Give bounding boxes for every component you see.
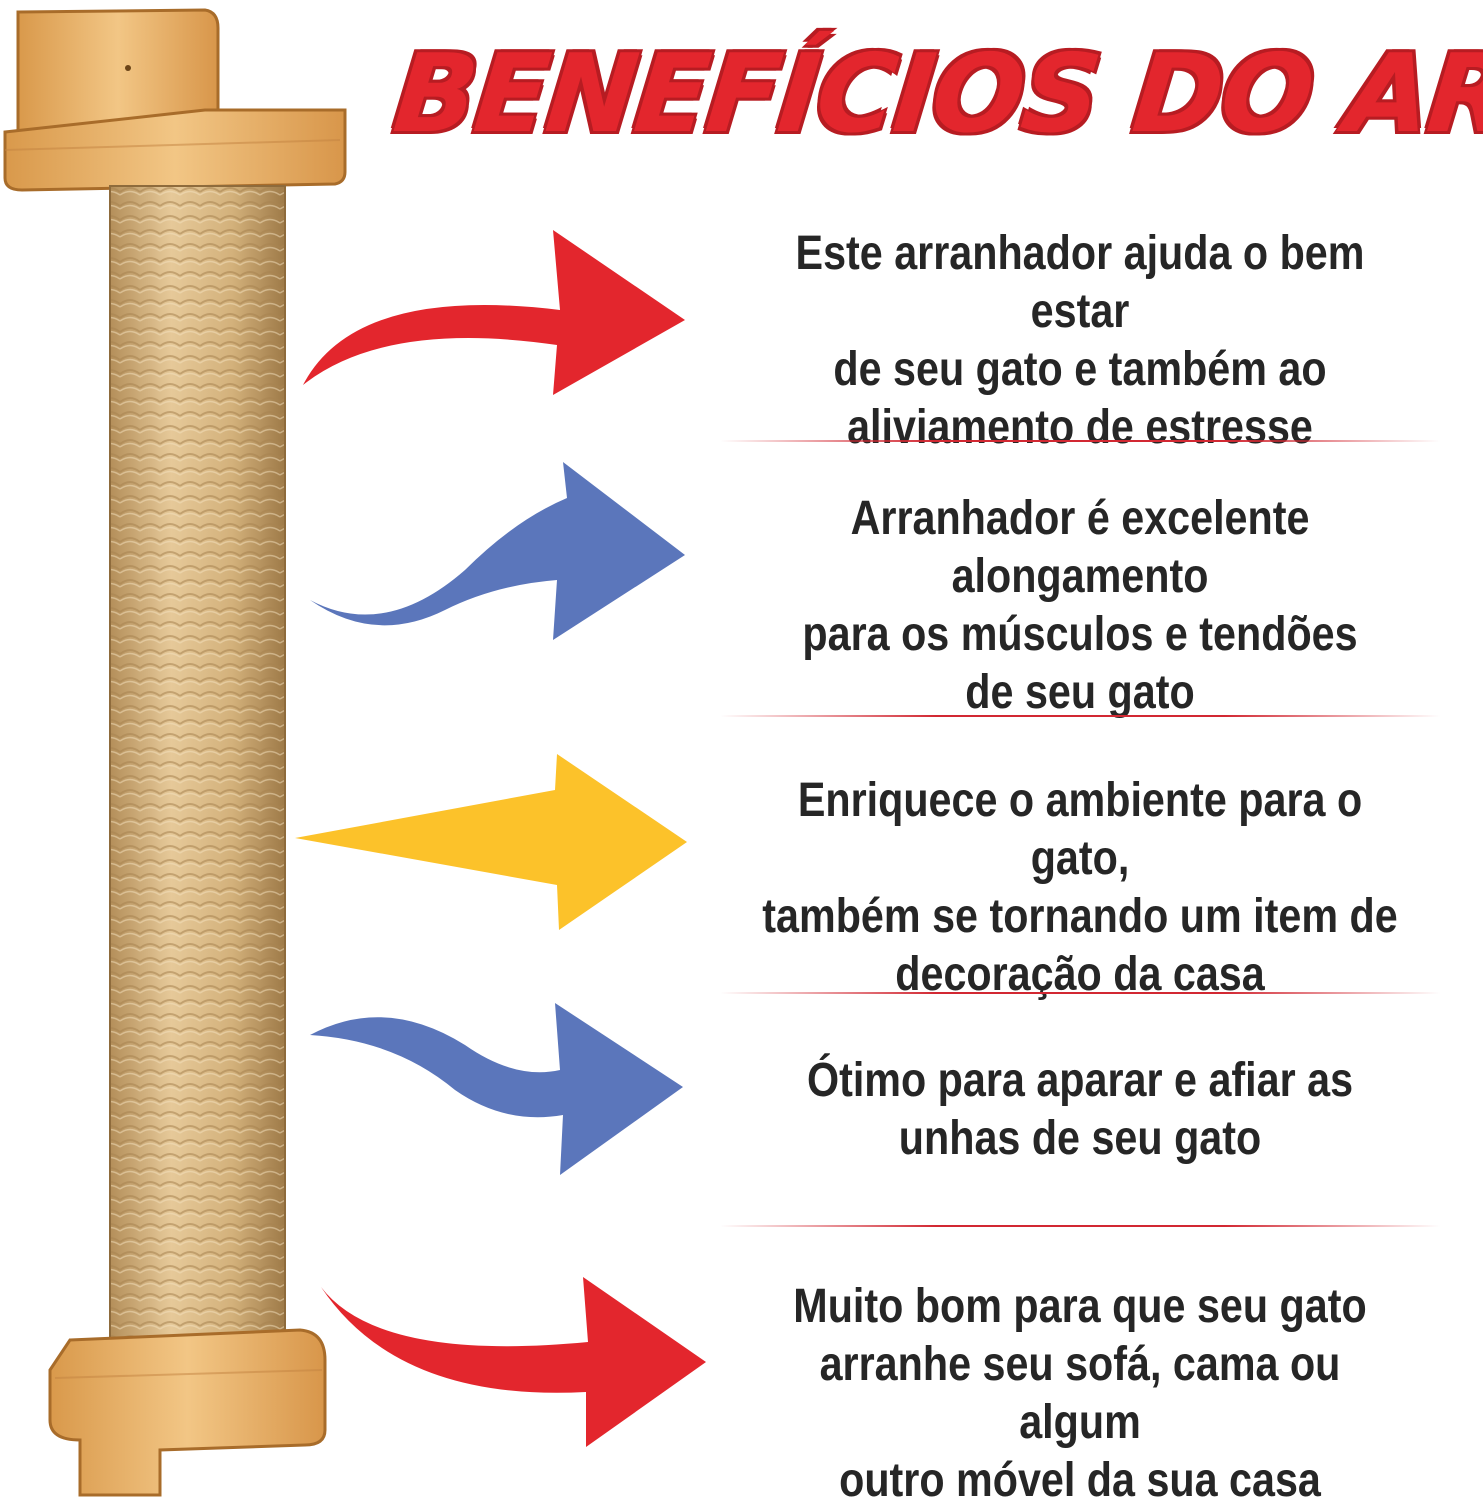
benefit-text: Enriquece o ambiente para o gato, também… — [762, 774, 1398, 1001]
benefit-text: Este arranhador ajuda o bem estar de seu… — [795, 227, 1365, 454]
divider — [720, 440, 1440, 442]
top-wall-plate — [16, 8, 220, 134]
top-shelf — [3, 108, 347, 192]
arrow-right-icon — [295, 754, 687, 930]
divider — [720, 1225, 1440, 1227]
benefit-text: Ótimo para aparar e afiar as unhas de se… — [806, 1054, 1354, 1165]
scratching-post-image — [3, 8, 347, 1497]
arrow-right-icon — [321, 1277, 706, 1447]
benefit-text: Arranhador é excelente alongamento para … — [802, 492, 1358, 719]
page-title: BENEFÍCIOS DO ARRANHADOR — [388, 32, 1483, 157]
divider — [720, 992, 1440, 994]
arrow-right-icon — [310, 1003, 683, 1175]
bottom-base — [48, 1328, 327, 1497]
sisal-column — [109, 185, 286, 1402]
benefit-text: Muito bom para que seu gato arranhe seu … — [793, 1280, 1367, 1507]
divider — [720, 715, 1440, 717]
arrow-right-icon — [310, 462, 685, 640]
arrow-right-icon — [303, 230, 685, 395]
